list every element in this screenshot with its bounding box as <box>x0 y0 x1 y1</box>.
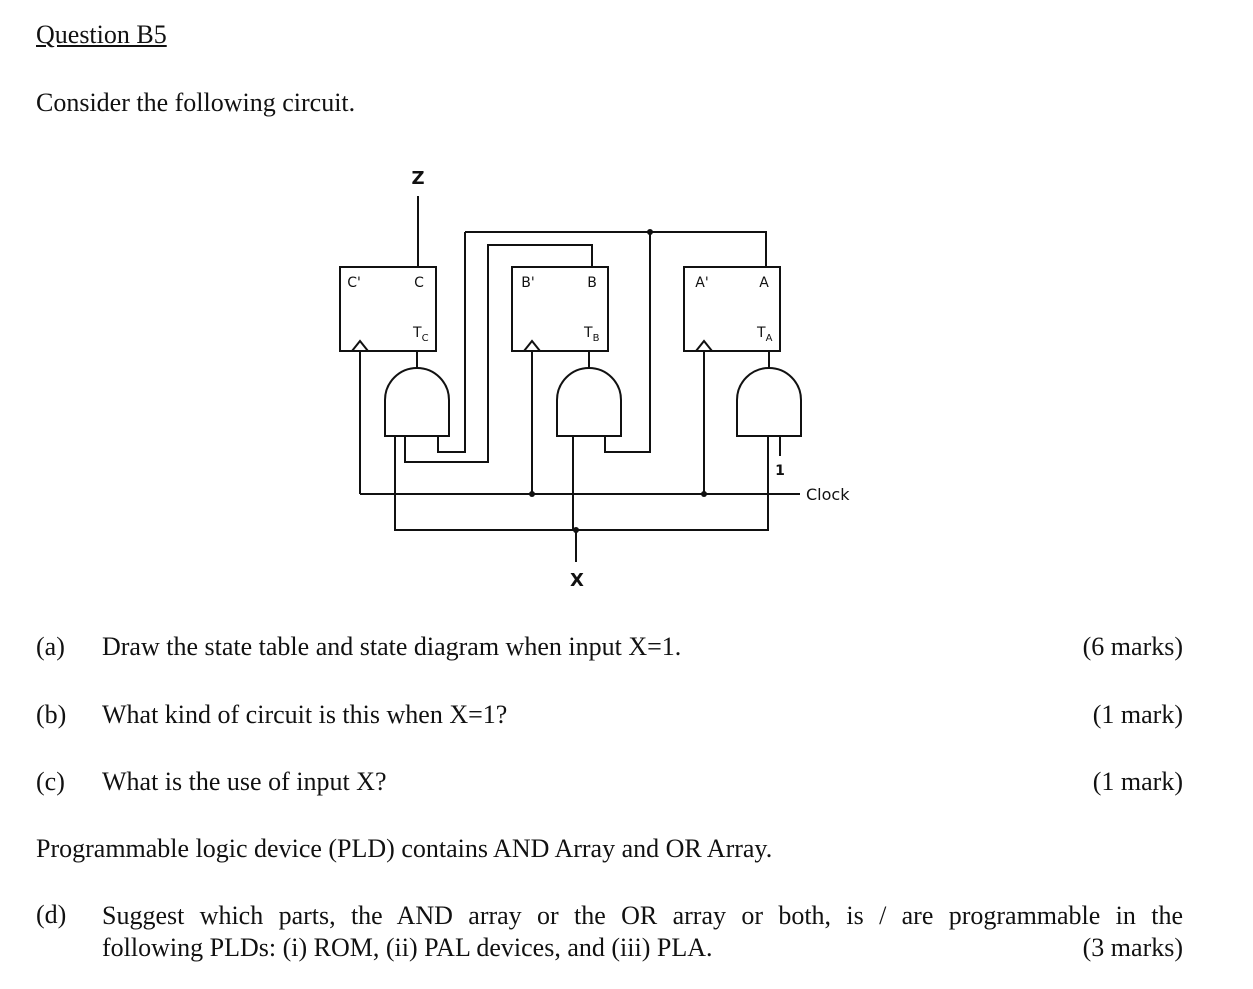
ff-a-q: A <box>759 275 769 291</box>
question-label: (b) <box>36 700 67 729</box>
ff-b-t: TB <box>583 325 600 344</box>
question-b: (b) What kind of circuit is this when X=… <box>36 700 1183 730</box>
question-marks: (3 marks) <box>1082 933 1183 962</box>
question-label: (d) <box>36 900 67 929</box>
and-gate-b <box>556 367 622 437</box>
question-heading: Question B5 <box>36 20 167 49</box>
question-text: Draw the state table and state diagram w… <box>102 632 682 661</box>
question-label: (a) <box>36 632 65 661</box>
clock-label: Clock <box>806 485 850 504</box>
question-marks: (1 mark) <box>1092 700 1183 729</box>
constant-one-label: 1 <box>775 463 785 479</box>
question-text: What kind of circuit is this when X=1? <box>102 700 508 729</box>
flipflop-b <box>511 266 609 352</box>
question-marks: (1 mark) <box>1092 767 1183 796</box>
flipflop-a <box>683 266 781 352</box>
input-x-label: X <box>570 570 584 591</box>
ff-b-q: B <box>587 275 597 291</box>
ff-a-t: TA <box>756 325 773 344</box>
question-d: (d) Suggest which parts, the AND array o… <box>36 900 1183 964</box>
flipflop-c <box>339 266 437 352</box>
question-c: (c) What is the use of input X? (1 mark) <box>36 767 1183 797</box>
question-d-line2: following PLDs: (i) ROM, (ii) PAL device… <box>102 933 713 962</box>
question-a: (a) Draw the state table and state diagr… <box>36 632 1183 662</box>
question-marks: (6 marks) <box>1082 632 1183 661</box>
pld-statement: Programmable logic device (PLD) contains… <box>36 834 773 863</box>
and-gate-c <box>384 367 450 437</box>
intro-text: Consider the following circuit. <box>36 88 356 117</box>
ff-c-q: C <box>414 275 424 291</box>
output-z-label: Z <box>411 168 424 189</box>
question-text: What is the use of input X? <box>102 767 387 796</box>
ff-a-qbar: A' <box>695 275 708 291</box>
and-gate-a <box>736 367 802 437</box>
question-label: (c) <box>36 767 65 796</box>
ff-b-qbar: B' <box>521 275 534 291</box>
ff-c-qbar: C' <box>347 275 361 291</box>
ff-c-t: TC <box>412 325 429 344</box>
question-d-line1: Suggest which parts, the AND array or th… <box>102 901 1183 930</box>
